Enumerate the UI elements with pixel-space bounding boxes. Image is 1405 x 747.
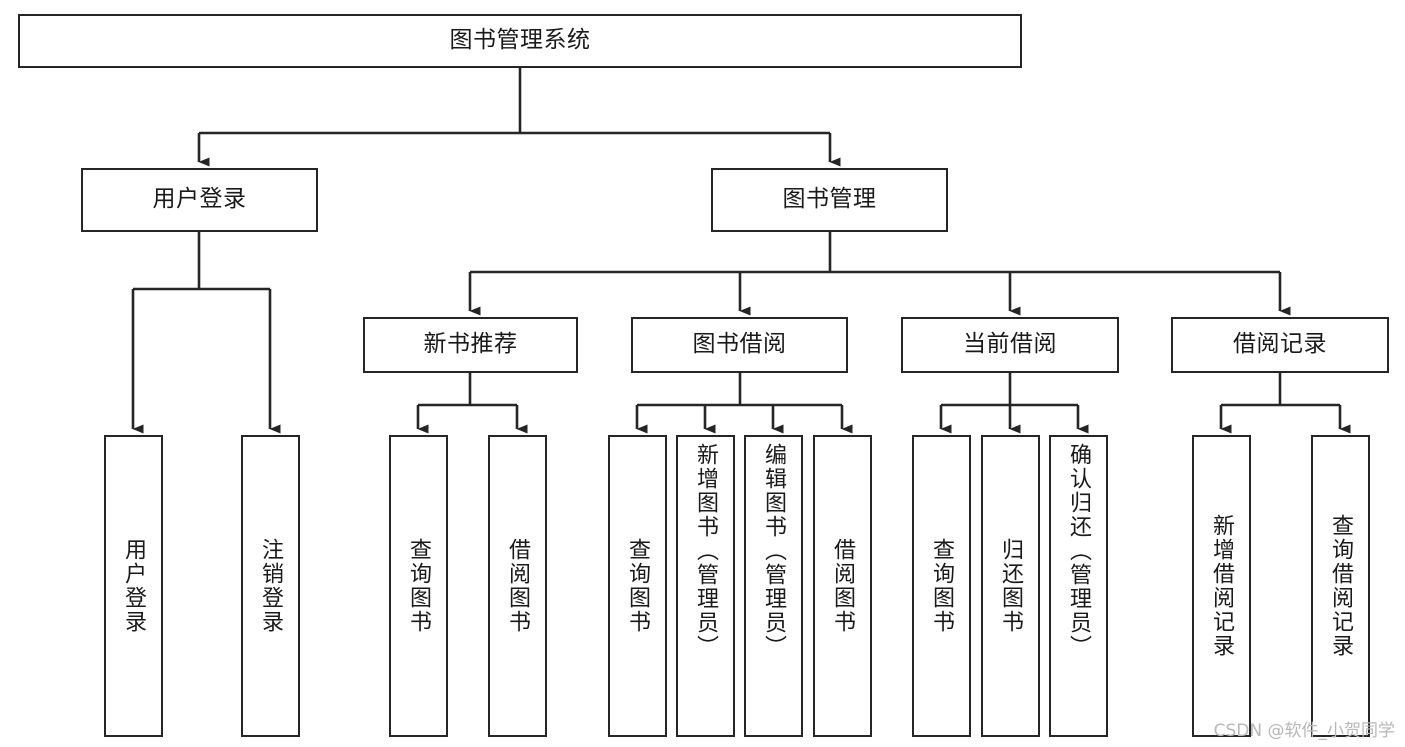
node-new-book-recommendation[interactable]: 新书推荐 [363,317,578,373]
node-label: 图书管理系统 [449,27,591,54]
node-label: 查询借阅记录 [1328,514,1354,658]
leaf-user-login-logout[interactable]: 注销登录 [241,435,300,737]
node-label: 用户登录 [121,538,147,634]
node-label: 编辑图书（管理员） [761,443,787,659]
node-label: 图书管理 [782,186,877,213]
node-label: 新增借阅记录 [1209,514,1235,658]
leaf-borrow-record-add-record[interactable]: 新增借阅记录 [1192,435,1251,737]
leaf-current-borrow-query-book[interactable]: 查询图书 [912,435,971,737]
node-root-book-management-system[interactable]: 图书管理系统 [18,14,1022,68]
leaf-borrow-record-query-record[interactable]: 查询借阅记录 [1311,435,1370,737]
leaf-current-borrow-return-book[interactable]: 归还图书 [981,435,1040,737]
node-user-login[interactable]: 用户登录 [81,168,318,232]
leaf-book-borrow-edit-book-admin[interactable]: 编辑图书（管理员） [744,435,803,737]
node-label: 查询图书 [625,538,651,634]
leaf-book-borrow-borrow-book[interactable]: 借阅图书 [813,435,872,737]
node-label: 新增图书（管理员） [693,443,719,659]
node-book-management[interactable]: 图书管理 [711,168,948,232]
node-label: 查询图书 [929,538,955,634]
csdn-watermark: CSDN @软件_小贺同学 [1213,721,1395,741]
node-label: 查询图书 [406,538,432,634]
leaf-new-book-query-book[interactable]: 查询图书 [389,435,448,737]
node-book-borrow[interactable]: 图书借阅 [631,317,848,373]
node-label: 用户登录 [152,186,247,213]
leaf-book-borrow-add-book-admin[interactable]: 新增图书（管理员） [676,435,735,737]
node-label: 借阅图书 [830,538,856,634]
node-label: 当前借阅 [963,331,1057,358]
node-label: 归还图书 [998,538,1024,634]
node-label: 借阅图书 [505,538,531,634]
node-current-borrow[interactable]: 当前借阅 [901,317,1119,373]
node-label: 注销登录 [258,538,284,634]
node-label: 确认归还（管理员） [1066,443,1092,659]
node-label: 图书借阅 [692,331,787,358]
leaf-book-borrow-query-book[interactable]: 查询图书 [608,435,667,737]
node-label: 借阅记录 [1233,331,1327,358]
node-borrow-record[interactable]: 借阅记录 [1171,317,1389,373]
node-label: 新书推荐 [423,331,518,358]
leaf-new-book-borrow-book[interactable]: 借阅图书 [488,435,547,737]
leaf-user-login-login[interactable]: 用户登录 [104,435,163,737]
leaf-current-borrow-confirm-return-admin[interactable]: 确认归还（管理员） [1049,435,1108,737]
